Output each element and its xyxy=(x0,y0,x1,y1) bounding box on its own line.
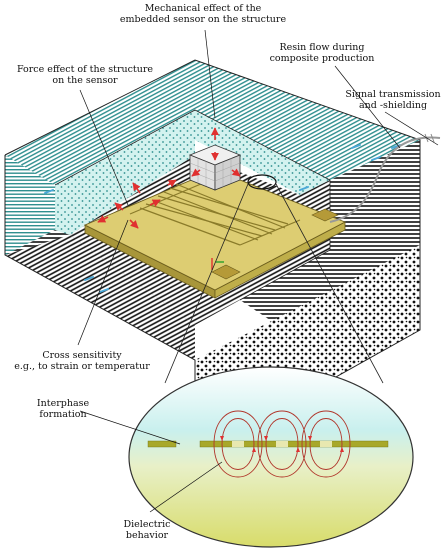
cavity-back-wall xyxy=(195,110,330,195)
label-cross-sensitivity-line2: e.g., to strain or temperatur xyxy=(14,361,150,372)
label-dielectric-line2: behavior xyxy=(125,530,169,541)
label-dielectric-line1: Dielectric xyxy=(123,519,171,530)
block-top-teal-surface xyxy=(5,60,420,185)
zoom-line-left xyxy=(164,183,249,384)
label-mechanical-effect-line2: embedded sensor on the structure xyxy=(119,14,287,25)
sensor-contact-pad-right xyxy=(311,208,339,222)
field-arrows xyxy=(220,436,344,452)
label-force-effect: Force effect of the structure on the sen… xyxy=(10,64,160,86)
cross-sensitivity-arrows xyxy=(211,258,224,270)
label-resin-flow-line1: Resin flow during xyxy=(279,42,365,53)
cavity-outline xyxy=(54,109,331,301)
label-cross-sensitivity-line1: Cross sensitivity xyxy=(42,350,122,361)
magnified-view xyxy=(128,366,414,548)
embedded-cube xyxy=(188,144,242,191)
label-interphase-line2: formation xyxy=(39,409,87,420)
signal-cable xyxy=(329,136,441,223)
label-interphase-line1: Interphase xyxy=(36,398,90,409)
label-mechanical-effect: Mechanical effect of the embedded sensor… xyxy=(118,3,288,25)
zoom-marker-ellipse xyxy=(247,174,277,190)
field-lines xyxy=(213,410,351,478)
label-force-effect-line1: Force effect of the structure xyxy=(16,64,154,75)
label-resin-flow-line2: composite production xyxy=(269,53,375,64)
label-cross-sensitivity: Cross sensitivity e.g., to strain or tem… xyxy=(2,350,162,372)
label-interphase: Interphase formation xyxy=(28,398,98,420)
force-arrows xyxy=(97,127,241,229)
sensor-contact-pad-front xyxy=(211,264,241,280)
cavity-left-wall xyxy=(55,110,195,235)
leader-lines xyxy=(77,29,439,513)
label-resin-flow: Resin flow during composite production xyxy=(262,42,382,64)
block-lower-left-floor xyxy=(5,235,195,360)
label-signal-transmission: Signal transmission and -shielding xyxy=(345,89,441,111)
label-dielectric: Dielectric behavior xyxy=(112,519,182,541)
label-mechanical-effect-line1: Mechanical effect of the xyxy=(144,3,262,14)
label-signal-transmission-line1: Signal transmission xyxy=(345,89,441,100)
label-force-effect-line2: on the sensor xyxy=(52,75,118,86)
zoom-line-right xyxy=(275,183,384,384)
label-signal-transmission-line2: and -shielding xyxy=(358,100,428,111)
magnified-electrodes xyxy=(147,440,389,448)
